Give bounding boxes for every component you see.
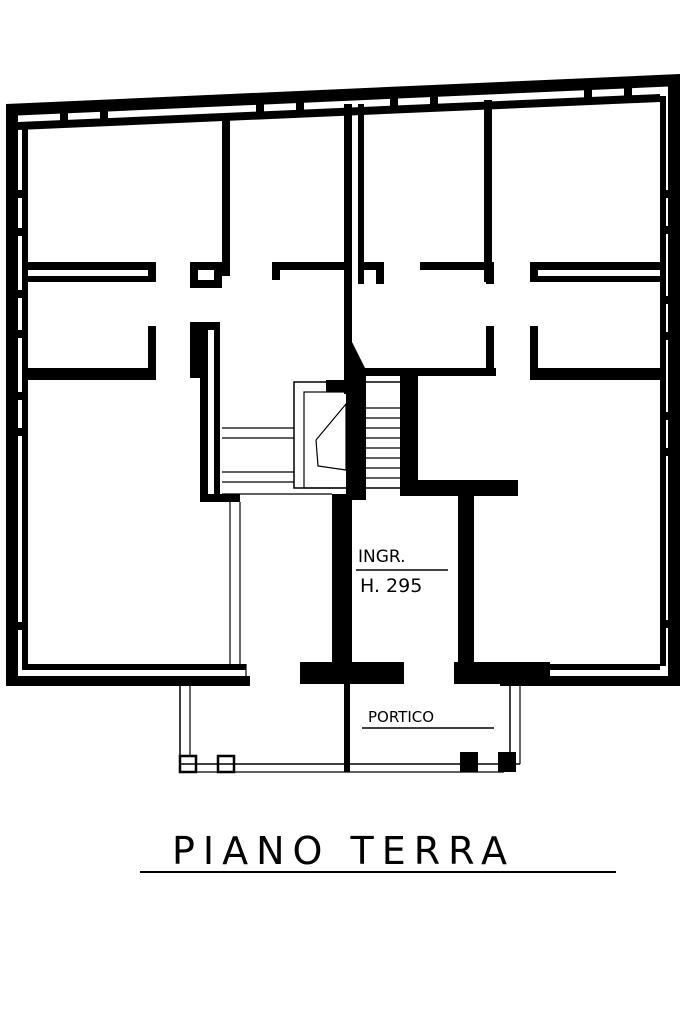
- plan-title-group: PIANO TERRA: [140, 829, 616, 873]
- plan-title: PIANO TERRA: [172, 829, 515, 873]
- interior-walls: [22, 100, 664, 684]
- entrance-label: INGR.: [358, 547, 406, 567]
- ceiling-height-label: H. 295: [360, 575, 422, 597]
- labels: INGR. H. 295 PORTICO: [356, 547, 494, 729]
- porch: [178, 684, 521, 774]
- outer-walls: [6, 74, 680, 686]
- stair: [222, 381, 405, 686]
- porch-label: PORTICO: [368, 708, 434, 726]
